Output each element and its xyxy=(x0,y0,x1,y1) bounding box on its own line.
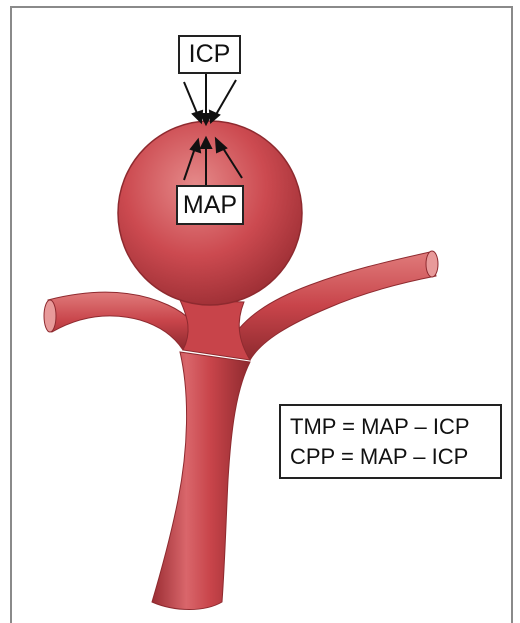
right-branch-opening xyxy=(426,251,438,277)
aneurysm-neck xyxy=(180,300,250,360)
map-label: MAP xyxy=(176,185,244,225)
icp-arrows xyxy=(184,74,236,124)
tmp-formula: TMP = MAP – ICP xyxy=(290,412,470,442)
icp-label: ICP xyxy=(178,35,241,74)
parent-artery-trunk xyxy=(152,352,250,610)
left-branch-opening xyxy=(44,300,56,332)
cpp-formula: CPP = MAP – ICP xyxy=(290,442,468,472)
formula-box: TMP = MAP – ICP CPP = MAP – ICP xyxy=(279,404,502,479)
